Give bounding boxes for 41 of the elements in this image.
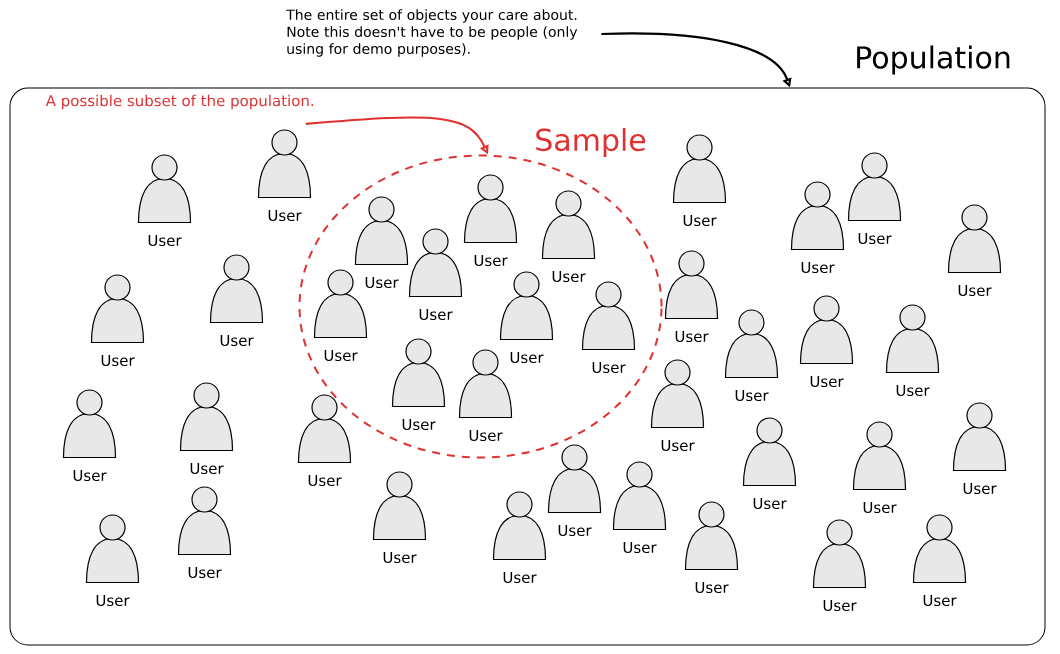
user-label: User bbox=[558, 524, 592, 537]
user-label: User bbox=[735, 389, 769, 402]
user-label: User bbox=[675, 330, 709, 343]
user-label: User bbox=[73, 469, 107, 482]
user-label: User bbox=[383, 551, 417, 564]
user-label: User bbox=[683, 214, 717, 227]
user-label: User bbox=[365, 276, 399, 289]
user-label: User bbox=[923, 594, 957, 607]
user-label: User bbox=[402, 418, 436, 431]
user-label: User bbox=[419, 308, 453, 321]
user-label: User bbox=[268, 209, 302, 222]
sample-title: Sample bbox=[536, 128, 646, 157]
user-label: User bbox=[592, 361, 626, 374]
user-label: User bbox=[661, 439, 695, 452]
user-label: User bbox=[96, 594, 130, 607]
note-text: The entire set of objects your care about. Note this doesn't have to be people (only using for demo purposes). bbox=[286, 9, 578, 57]
user-label: User bbox=[695, 581, 729, 594]
user-label: User bbox=[503, 571, 537, 584]
user-label: User bbox=[308, 474, 342, 487]
user-label: User bbox=[552, 270, 586, 283]
user-label: User bbox=[190, 462, 224, 475]
user-label: User bbox=[469, 429, 503, 442]
note-text: A possible subset of the population. bbox=[45, 94, 314, 110]
user-label: User bbox=[958, 284, 992, 297]
user-label: User bbox=[963, 482, 997, 495]
user-label: User bbox=[188, 566, 222, 579]
population-title: Population bbox=[857, 45, 1010, 75]
user-label: User bbox=[823, 599, 857, 612]
user-label: User bbox=[101, 354, 135, 367]
user-label: User bbox=[474, 254, 508, 267]
user-label: User bbox=[858, 232, 892, 245]
user-label: User bbox=[896, 384, 930, 397]
user-label: User bbox=[801, 261, 835, 274]
user-label: User bbox=[510, 351, 544, 364]
user-label: User bbox=[324, 349, 358, 362]
user-label: User bbox=[148, 234, 182, 247]
user-label: User bbox=[863, 501, 897, 514]
user-label: User bbox=[623, 541, 657, 554]
user-label: User bbox=[810, 375, 844, 388]
user-label: User bbox=[753, 497, 787, 510]
user-label: User bbox=[220, 334, 254, 347]
